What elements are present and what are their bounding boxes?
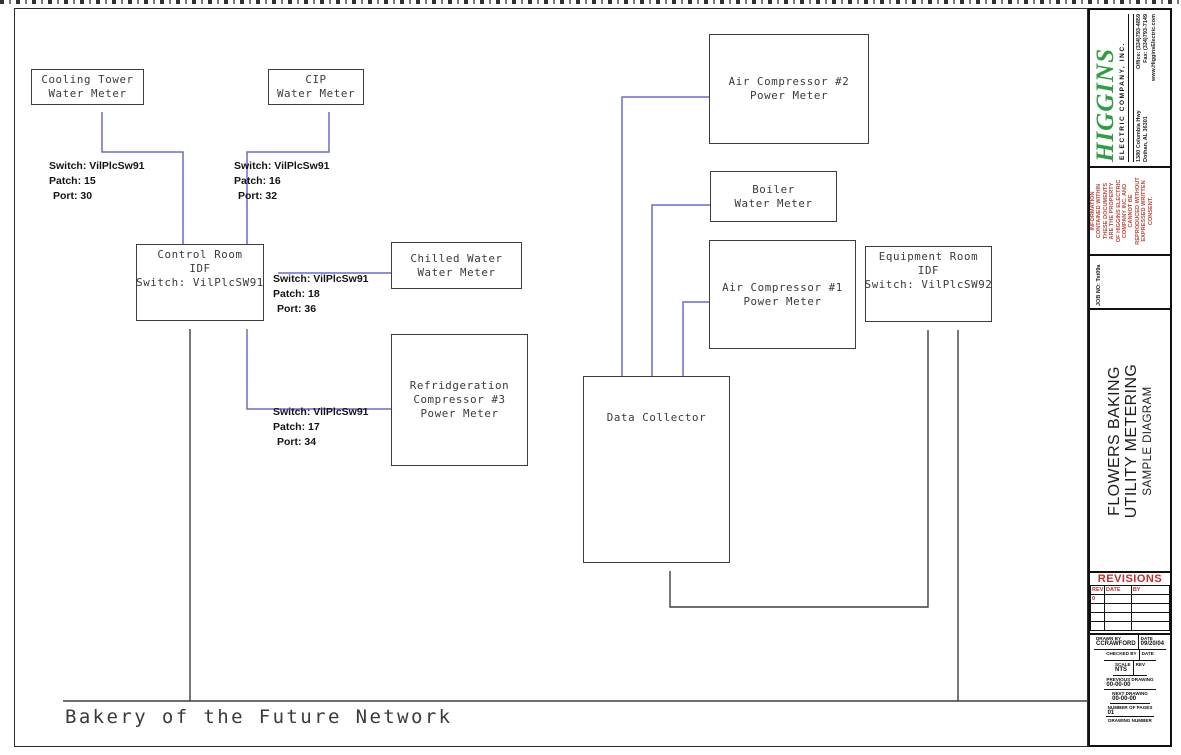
field-number-of-pages: NUMBER OF PAGES 01: [1105, 704, 1155, 717]
scan-artifact-strip: [0, 0, 1181, 4]
revisions-block: REVISIONS REV DATE BY 0: [1090, 573, 1170, 635]
node-label: Switch: VilPlcSW92: [864, 278, 993, 291]
node-chilled-water-water-meter: Chilled Water Water Meter: [391, 242, 522, 289]
company-logo: HIGGINS: [1092, 48, 1119, 162]
node-equipment-room-idf: Equipment Room IDF Switch: VilPlcSW92: [865, 246, 992, 322]
connection-label-cip: Switch: VilPlcSw91 Patch: 16 Port: 32: [234, 160, 330, 202]
job-number: JOB NO: Tst09a: [1096, 264, 1102, 306]
node-label: IDF: [917, 264, 940, 277]
property-notice: INFORMATION CONTAINED WITHIN THESE DOCUM…: [1090, 168, 1170, 256]
field-rev: REV: [1135, 661, 1146, 667]
node-label: Control Room: [157, 248, 243, 261]
revision-rev-cell: 0: [1090, 594, 1106, 604]
company-website: www.HigginsElectric.com: [1151, 14, 1157, 82]
node-data-collector: Data Collector: [583, 376, 730, 563]
drawing-subtitle: SAMPLE DIAGRAM: [1141, 385, 1154, 496]
network-caption: Bakery of the Future Network: [65, 706, 453, 728]
node-label: Water Meter: [48, 87, 127, 100]
field-checked-by: CHECKED BY: [1104, 650, 1140, 660]
field-scale: SCALE NTS: [1113, 661, 1134, 675]
node-label: Power Meter: [420, 407, 499, 420]
company-phone: Office: (334)793-4859 Fax: (334)793-7149: [1136, 14, 1149, 70]
divider: [1128, 14, 1134, 162]
node-label: Boiler: [752, 182, 795, 196]
node-label: Air Compressor #1: [722, 280, 843, 294]
company-block: HIGGINS ELECTRIC COMPANY, INC. 1380 Colu…: [1090, 10, 1170, 168]
node-label: IDF: [189, 262, 211, 275]
drawing-title-line: FLOWERS BAKING: [1105, 365, 1123, 516]
node-cip-water-meter: CIP Water Meter: [268, 69, 364, 105]
drawing-info-block: DRAWN BY CCRAWFORD DATE 09/20/04 CHECKED…: [1090, 635, 1170, 745]
field-drawn-by: DRAWN BY CCRAWFORD: [1094, 635, 1139, 649]
node-boiler-water-meter: Boiler Water Meter: [710, 171, 837, 222]
drawing-title-block: FLOWERS BAKING UTILITY METERING SAMPLE D…: [1090, 310, 1170, 573]
node-label: Compressor #3: [413, 393, 506, 406]
node-label: Water Meter: [276, 87, 356, 100]
node-label: Water Meter: [734, 196, 813, 210]
wire-aircomp2-to-datacollector: [621, 96, 723, 384]
connection-label-cooling-tower: Switch: VilPlcSw91 Patch: 15 Port: 30: [49, 160, 145, 202]
node-control-room-idf: Control Room IDF Switch: VilPlcSW91: [136, 244, 264, 321]
node-air-compressor-2-power-meter: Air Compressor #2 Power Meter: [709, 34, 869, 144]
job-number-block: JOB NO: Tst09a: [1090, 256, 1170, 310]
company-address: 1380 Columbia Hwy Dothan, AL 36301: [1136, 110, 1149, 162]
connection-label-refridgeration: Switch: VilPlcSw91 Patch: 17 Port: 34: [273, 406, 369, 448]
node-refridgeration-compressor-3-power-meter: Refridgeration Compressor #3 Power Meter: [391, 334, 528, 466]
node-label: Data Collector: [606, 411, 707, 424]
drawing-title-line: UTILITY METERING: [1123, 363, 1140, 518]
connection-label-chilled-water: Switch: VilPlcSw91 Patch: 18 Port: 36: [273, 273, 369, 315]
revisions-table: REV DATE BY 0: [1090, 585, 1170, 631]
node-cooling-tower-water-meter: Cooling Tower Water Meter: [31, 69, 144, 105]
node-label: Refridgeration: [409, 379, 510, 392]
field-checked-date: DATE: [1141, 650, 1154, 656]
node-label: Power Meter: [749, 89, 829, 102]
node-label: CIP: [305, 73, 327, 86]
wire-control-to-refridgeration: [246, 329, 405, 410]
company-subtitle: ELECTRIC COMPANY, INC.: [1119, 41, 1126, 160]
node-label: Power Meter: [743, 294, 822, 308]
node-label: Water Meter: [417, 265, 496, 279]
drawing-area: Cooling Tower Water Meter CIP Water Mete…: [14, 8, 1090, 747]
node-label: Equipment Room: [878, 250, 979, 263]
title-block: HIGGINS ELECTRIC COMPANY, INC. 1380 Colu…: [1088, 8, 1172, 747]
field-drawn-date: DATE 09/20/04: [1140, 635, 1165, 647]
node-label: Air Compressor #2: [728, 75, 850, 88]
node-air-compressor-1-power-meter: Air Compressor #1 Power Meter: [709, 240, 856, 349]
field-previous-drawing: PREVIOUS DRAWING 00-00-00: [1104, 676, 1156, 690]
field-next-drawing: NEXT DRAWING 00-00-00: [1110, 690, 1150, 704]
revisions-title: REVISIONS: [1097, 573, 1163, 585]
field-drawing-number: DRAWING NUMBER: [1108, 717, 1152, 723]
node-label: Chilled Water: [410, 251, 503, 265]
node-label: Cooling Tower: [41, 73, 134, 86]
node-label: Switch: VilPlcSW91: [136, 276, 264, 289]
